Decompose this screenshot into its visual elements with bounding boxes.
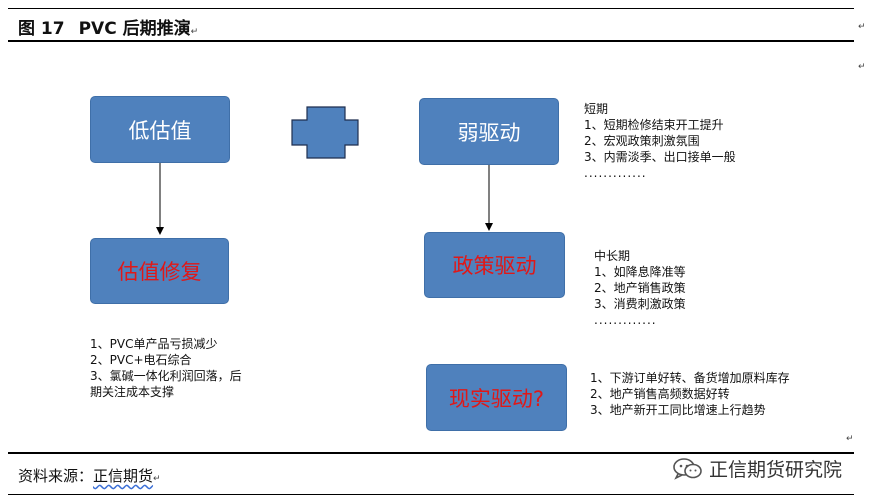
low-valuation-label: 低估值 [128,118,192,143]
wechat-icon [673,457,702,480]
return-mark-icon: ↵ [858,22,866,32]
mid-long-term-heading: 中长期 [594,249,631,263]
wechat-watermark: 正信期货研究院 [673,455,842,482]
top-rule [8,8,854,9]
figure-number: 图 17 [18,19,65,39]
valuation-repair-box: 估值修复 [90,238,229,304]
reality-drive-label: 现实驱动? [448,386,545,411]
reality-note-item: 1、下游订单好转、备货增加原料库存 [590,371,790,385]
title-underline [8,40,854,42]
return-mark-icon: ↵ [190,27,199,37]
source-label: 资料来源： [18,467,94,485]
valuation-notes: 1、PVC单产品亏损减少 2、PVC+电石综合 3、氯碱一体化利润回落，后 期关… [90,336,242,400]
footer-bottom-rule [8,494,854,495]
valuation-note-item: 1、PVC单产品亏损减少 [90,337,218,351]
mid-long-term-item: 3、消费刺激政策 [594,297,686,311]
weak-drive-box: 弱驱动 [419,98,559,165]
valuation-note-item: 期关注成本支撑 [90,385,175,399]
mid-long-term-item: 1、如降息降准等 [594,265,686,279]
reality-drive-box: 现实驱动? [426,364,567,431]
policy-drive-box: 政策驱动 [424,232,565,298]
policy-drive-label: 政策驱动 [452,254,537,278]
valuation-note-item: 3、氯碱一体化利润回落，后 [90,369,242,383]
short-term-item: 1、短期检修结束开工提升 [584,118,724,132]
mid-long-term-item: 2、地产销售政策 [594,281,686,295]
weak-drive-label: 弱驱动 [457,120,521,145]
low-valuation-box: 低估值 [90,96,230,163]
return-mark-icon: ↵ [858,62,866,72]
valuation-repair-label: 估值修复 [117,260,202,284]
short-term-item: 3、内需淡季、出口接单一般 [584,150,736,164]
short-term-note: 短期 1、短期检修结束开工提升 2、宏观政策刺激氛围 3、内需淡季、出口接单一般… [584,101,736,181]
source-name: 正信期货 [93,467,154,485]
valuation-note-item: 2、PVC+电石综合 [90,353,192,367]
short-term-heading: 短期 [584,102,609,116]
mid-long-term-note: 中长期 1、如降息降准等 2、地产销售政策 3、消费刺激政策 .........… [594,248,686,328]
source-line: 资料来源：正信期货↵ [18,465,161,486]
footer-top-rule [8,452,854,454]
figure-title: 图 17 PVC 后期推演↵ [18,14,198,39]
return-mark-icon: ↵ [846,434,854,444]
return-mark-icon: ↵ [153,474,161,484]
figure-title-text: PVC 后期推演 [78,19,191,39]
mid-long-term-ellipsis: ............. [594,313,657,327]
short-term-item: 2、宏观政策刺激氛围 [584,134,700,148]
short-term-ellipsis: ............. [584,166,647,180]
reality-note-item: 2、地产销售高频数据好转 [590,387,730,401]
reality-notes: 1、下游订单好转、备货增加原料库存 2、地产销售高频数据好转 3、地产新开工同比… [590,370,790,418]
plus-shape-icon [291,106,359,159]
reality-note-item: 3、地产新开工同比增速上行趋势 [590,403,766,417]
watermark-text: 正信期货研究院 [708,459,842,481]
